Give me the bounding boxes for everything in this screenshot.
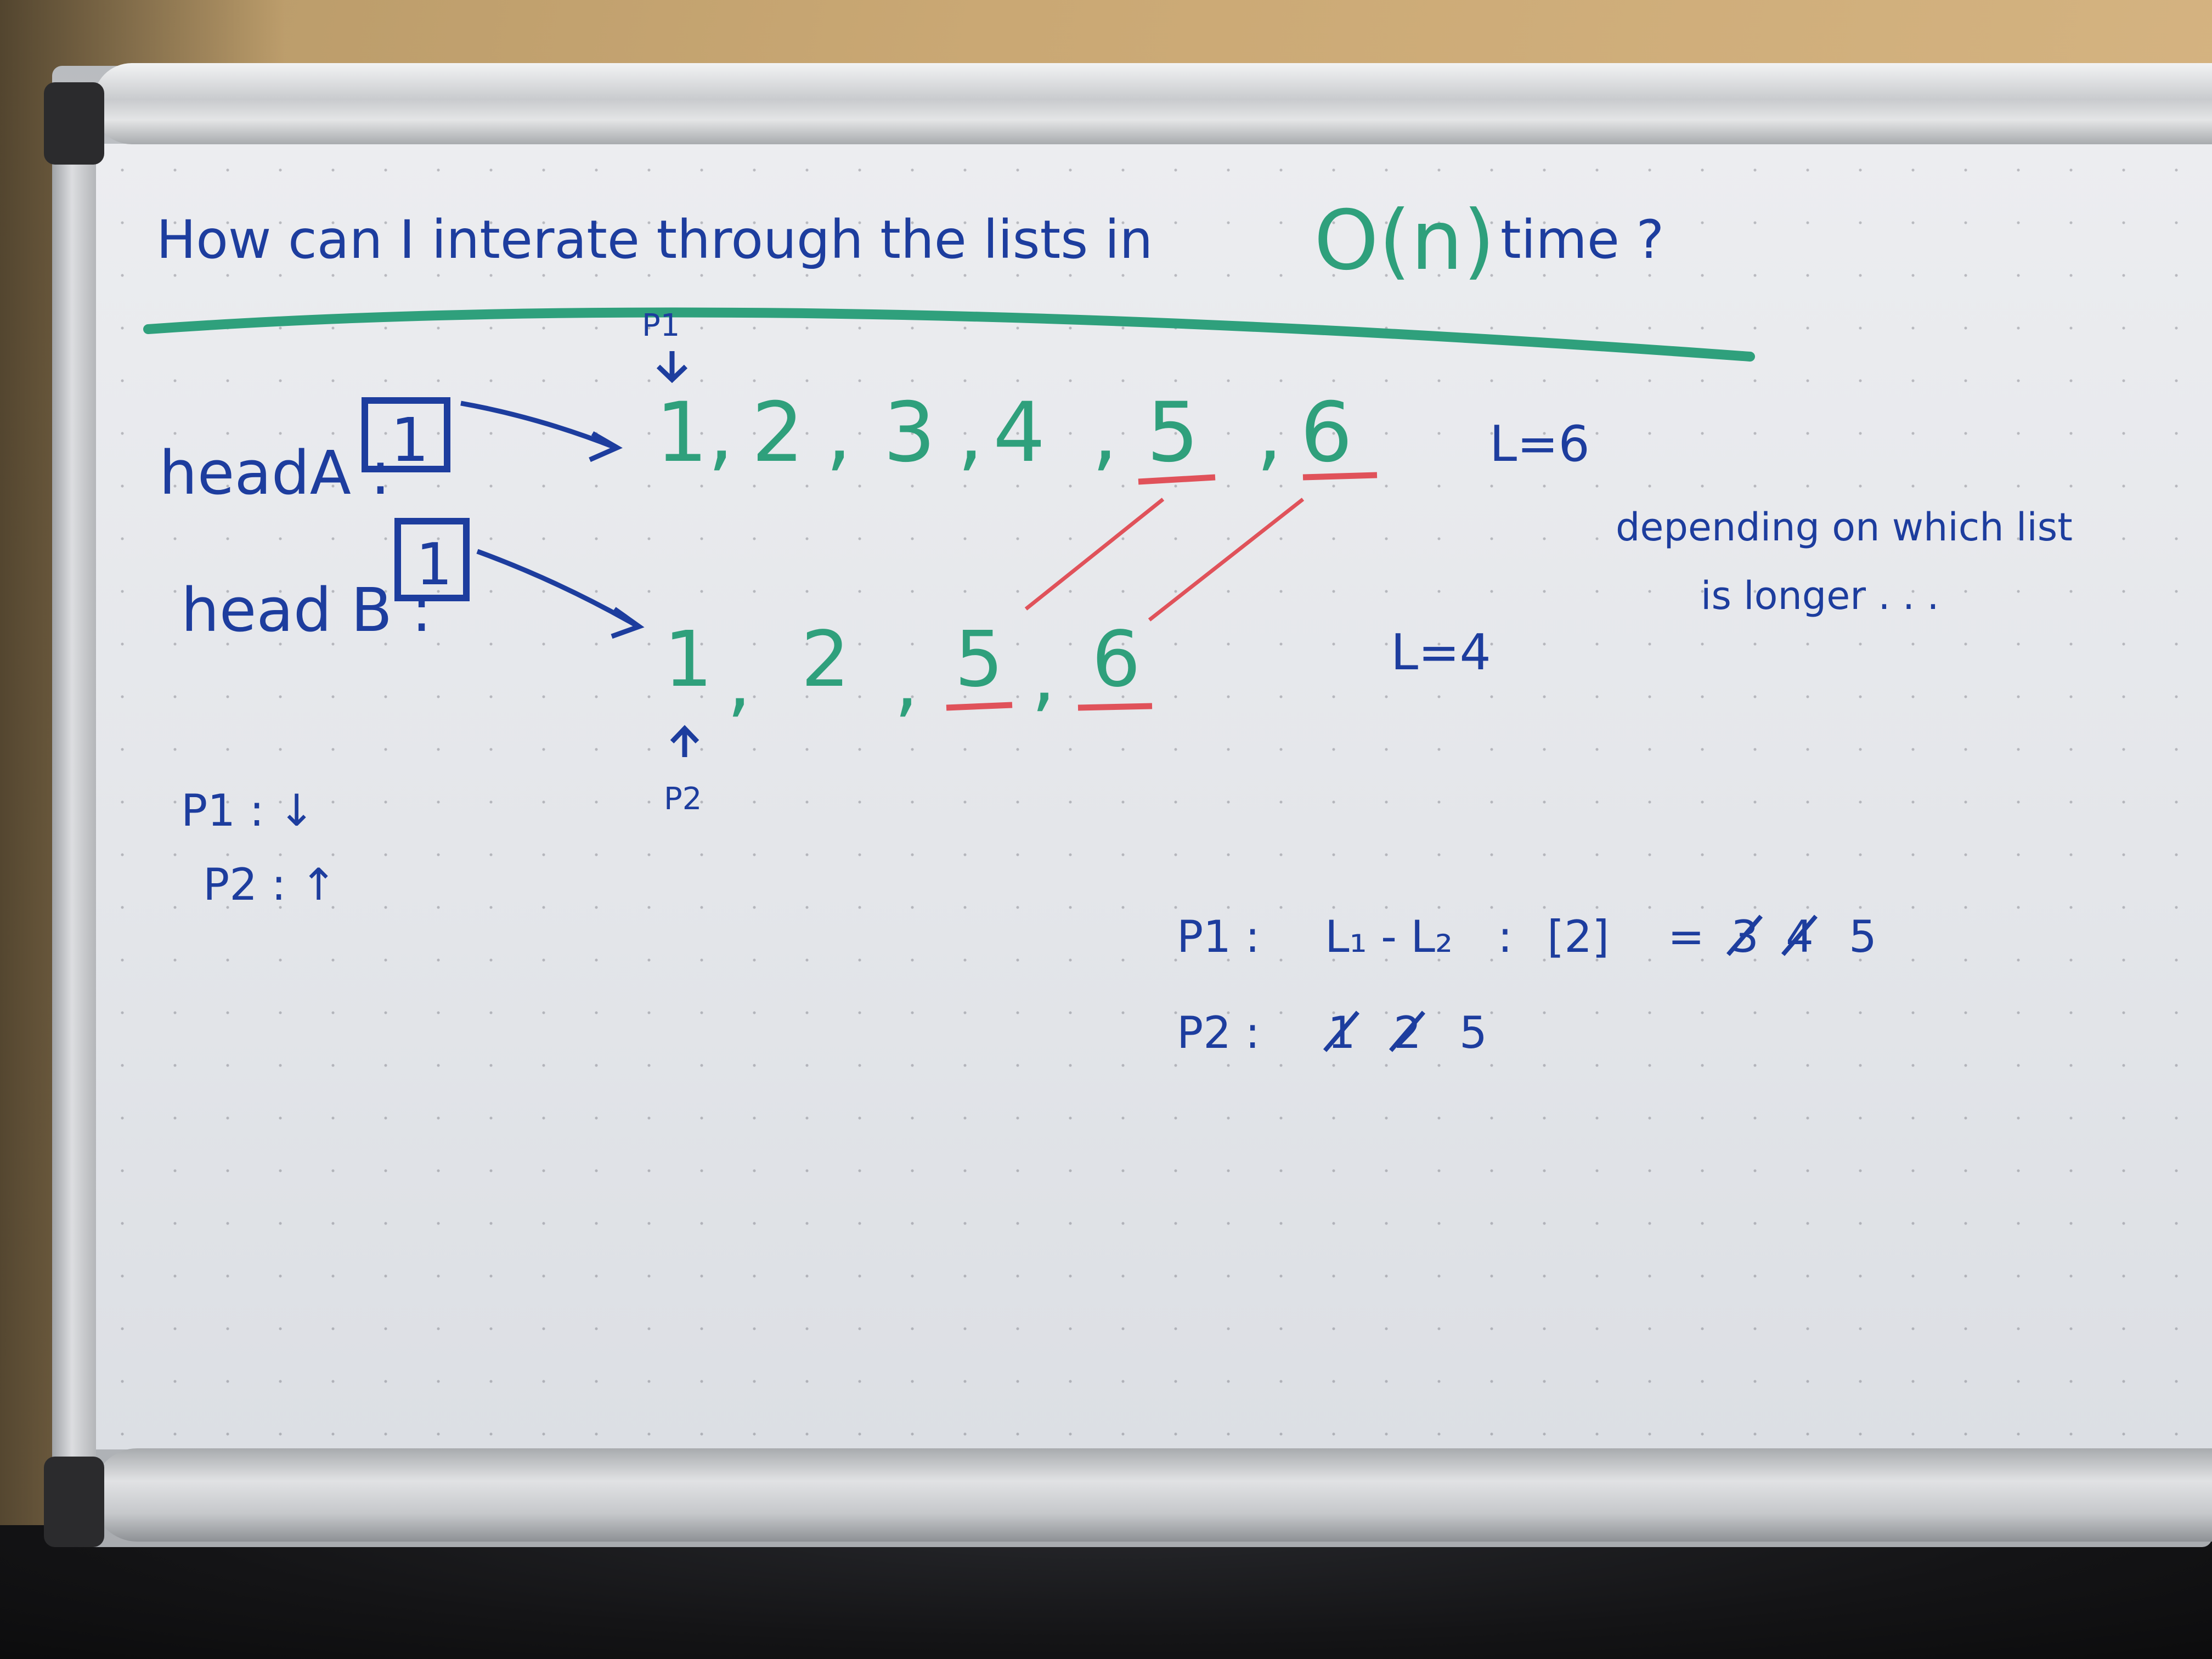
pointer-p1-label: P1 [642, 308, 680, 343]
strike-mark [1726, 915, 1818, 956]
list-a-item: , [1256, 385, 1283, 481]
legend-p1: P1 : ↓ [181, 785, 315, 836]
pointer-p1-arrow [656, 351, 688, 383]
list-a-item: , [826, 385, 852, 481]
list-a-item: 1 [656, 385, 708, 481]
intersection-link [1148, 498, 1305, 622]
corner-cap-bottom-left [44, 1457, 104, 1547]
question-text: How can I interate through the lists in [156, 209, 1153, 270]
whiteboard-left-rail [52, 126, 96, 1470]
list-a-item: 3 [883, 385, 935, 481]
complexity-text: O(n) [1314, 193, 1495, 289]
intersection-underline [1302, 472, 1378, 481]
note-line-1: depending on which list [1616, 505, 2073, 550]
corner-cap-top-left [44, 82, 104, 165]
headA-arrowhead-icon [589, 431, 623, 462]
list-b-item: , [727, 637, 752, 726]
length-a: L=6 [1489, 415, 1590, 473]
whiteboard-top-rail [93, 63, 2212, 144]
list-a-item: 2 [752, 385, 804, 481]
whiteboard-surface [96, 144, 2212, 1449]
calc-p2-final: 5 [1459, 1007, 1487, 1058]
strike-mark [1323, 1011, 1426, 1052]
list-a-item: 5 [1147, 385, 1199, 481]
calc-p1-prefix: P1 : [1177, 911, 1260, 962]
headB-box [394, 518, 470, 601]
headA-label: headA : [159, 438, 391, 508]
headA-box-value: 1 [391, 405, 429, 475]
intersection-underline [1138, 474, 1216, 485]
list-a-item: , [957, 385, 984, 481]
chair-backrest [0, 1525, 2212, 1659]
list-a-item: , [708, 385, 734, 481]
list-b-item: 1 [664, 615, 713, 704]
calc-p1-expr: L₁ - L₂ [1325, 911, 1453, 962]
list-b-item: 5 [955, 615, 1003, 704]
list-b-item: 6 [1092, 615, 1141, 704]
calc-p1-equals: = [1668, 911, 1705, 962]
list-b: 1 , 2 , 5 , 6 [664, 615, 1141, 726]
legend-p2: P2 : ↑ [203, 859, 337, 910]
underline-stroke [143, 307, 1755, 362]
list-b-item: , [894, 637, 919, 726]
headB-label: head B : [181, 575, 432, 645]
pointer-p2-arrow [670, 725, 699, 757]
calc-p2-prefix: P2 : [1177, 1007, 1260, 1058]
note-line-2: is longer . . . [1701, 573, 1939, 618]
whiteboard-marker-tray [93, 1448, 2212, 1542]
headA-arrow [460, 400, 616, 450]
list-a-item: 4 [993, 385, 1045, 481]
question-suffix: time ? [1500, 209, 1664, 270]
headB-arrow [476, 549, 638, 628]
headB-arrowhead-icon [611, 607, 645, 639]
calc-p1-bracket: [2] [1547, 911, 1609, 962]
pointer-p2-label: P2 [664, 781, 702, 817]
intersection-link [1024, 498, 1165, 611]
list-a-item: , [1092, 385, 1118, 481]
list-b-item: , [1031, 631, 1056, 721]
list-a-item: 6 [1300, 385, 1352, 481]
list-b-item: 2 [801, 615, 850, 704]
headB-box-value: 1 [416, 531, 453, 598]
calculation: P1 : L₁ - L₂ : [2] = 3 4 5 P2 : 1 2 5 [1177, 911, 1877, 1058]
headA-box [362, 397, 450, 472]
calc-p1-colon: : [1498, 911, 1513, 962]
length-b: L=4 [1391, 624, 1491, 681]
intersection-underline [946, 702, 1013, 711]
calc-p1-final: 5 [1849, 911, 1877, 962]
list-a: 1 , 2 , 3 , 4 , 5 , 6 [656, 385, 1352, 481]
intersection-underline [1077, 703, 1153, 711]
